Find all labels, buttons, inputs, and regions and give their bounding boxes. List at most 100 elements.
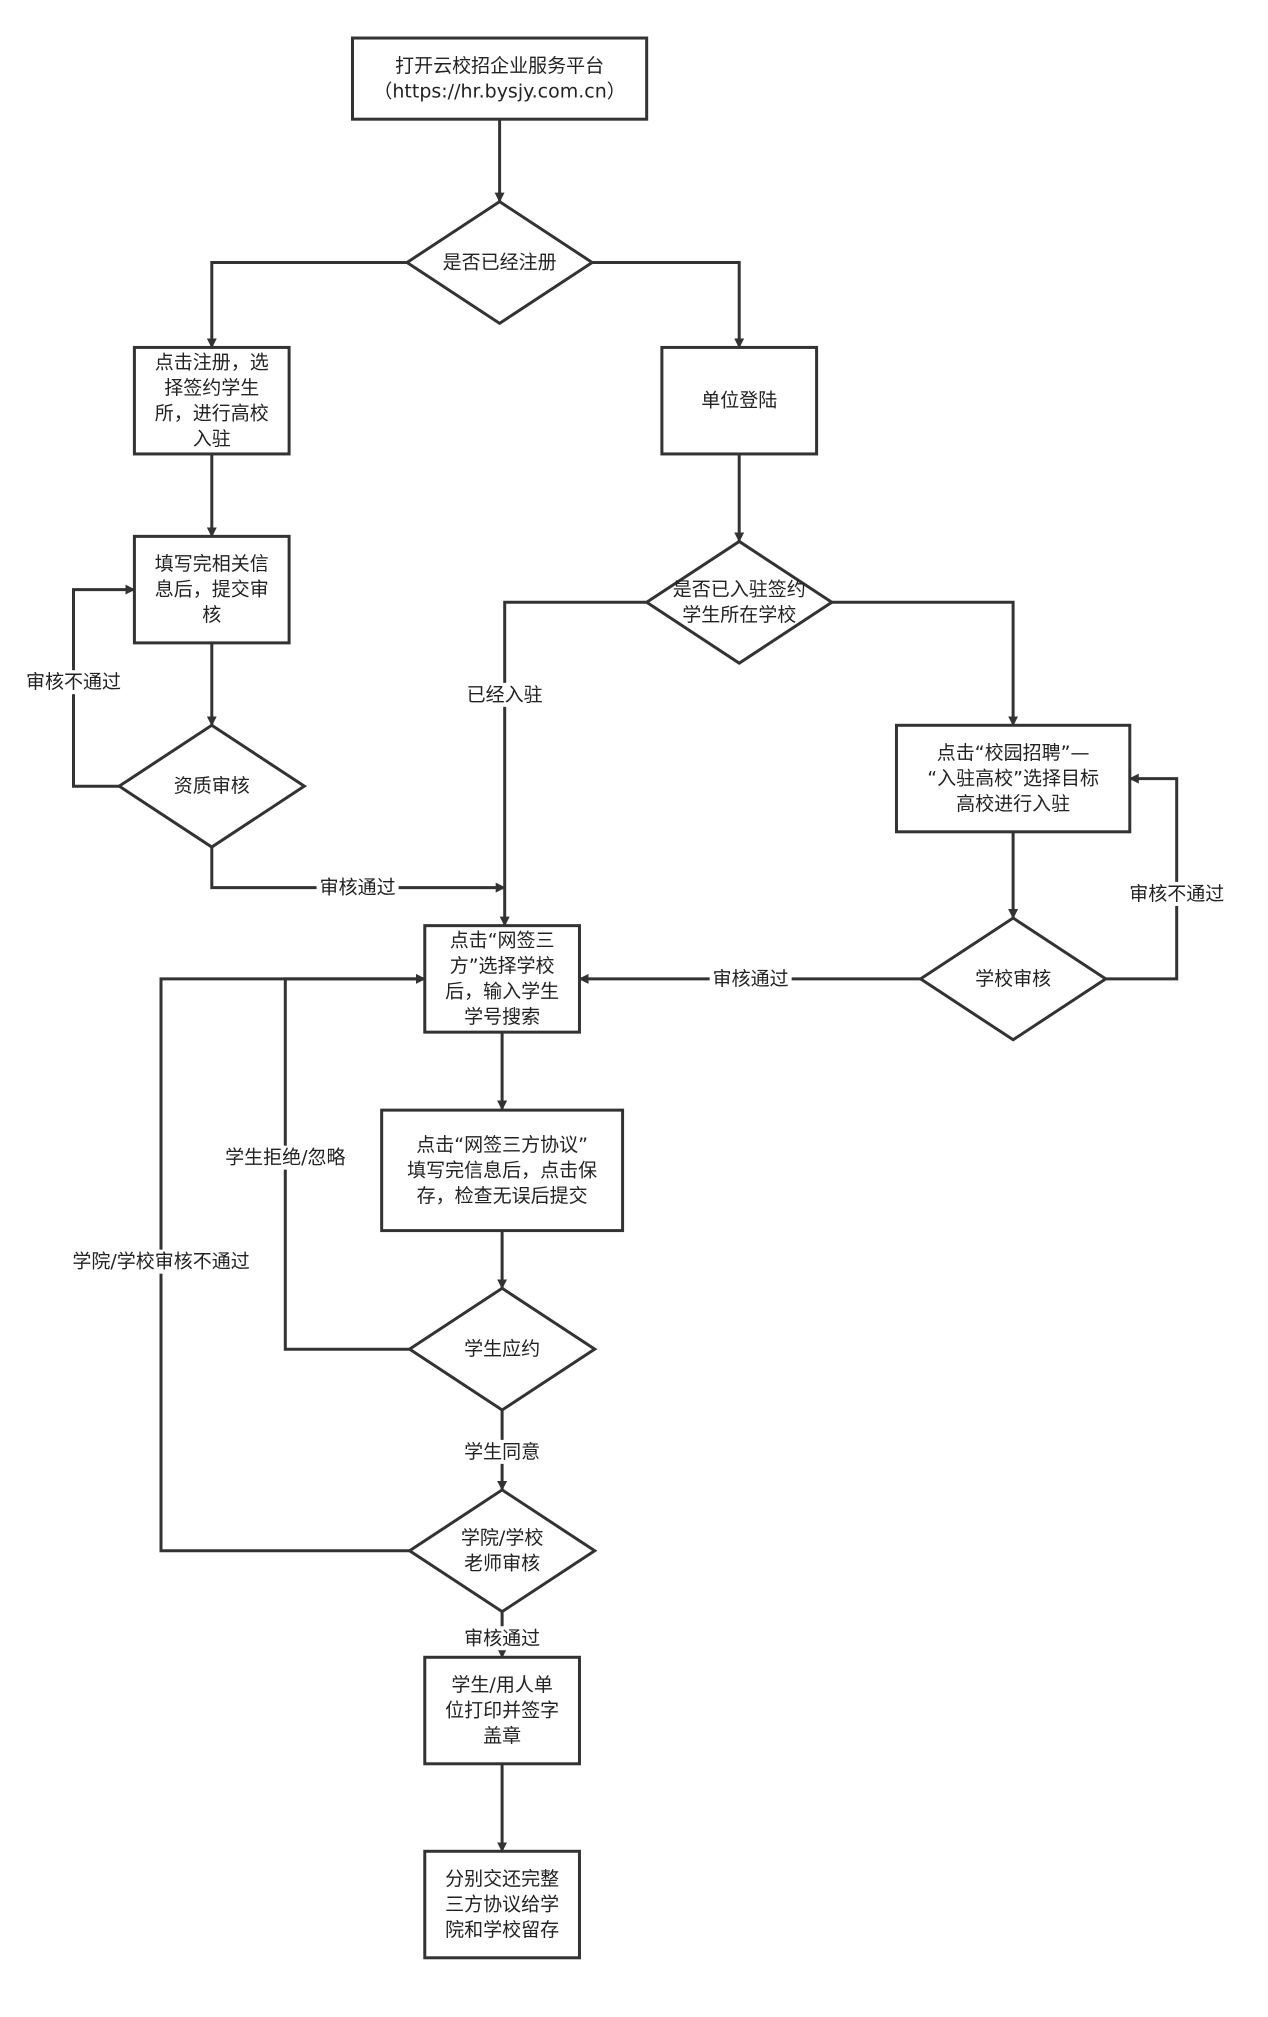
node-text-line: 打开云校招企业服务平台 <box>395 55 604 77</box>
decision-diamond <box>404 199 595 326</box>
edge-label-background <box>69 1249 253 1274</box>
node-text-line: 分别交还完整 <box>445 1868 559 1890</box>
flow-connector <box>210 847 506 893</box>
flowchart-nodes: 打开云校招企业服务平台 （https://hr.bysjy.com.cn） 是否已经… <box>116 36 1132 1960</box>
process-box <box>423 1655 581 1766</box>
node-text-line: 是否已经注册 <box>443 251 557 273</box>
node-text-line: 入驻 <box>193 428 231 450</box>
node-text-line: 学生所在学校 <box>682 604 796 626</box>
process-box <box>132 534 291 645</box>
node-text-line: （https://hr.bysjy.com.cn） <box>373 80 625 102</box>
edge-label-text: 审核通过 <box>713 968 789 990</box>
flow-connector <box>592 261 745 349</box>
node-text-line: 方”选择学校 <box>450 955 555 977</box>
edge-label-text: 审核不通过 <box>26 671 121 693</box>
edge-label-background <box>23 670 125 695</box>
node-text-line: 核 <box>202 604 221 626</box>
node-text-line: 后，输入学生 <box>445 981 559 1003</box>
edge-label-review-fail-right: 审核不通过 <box>1126 881 1228 906</box>
edge-label-background <box>222 1145 349 1170</box>
node-text-line: 点击“网签三 <box>450 930 555 952</box>
node-text-line: 学生/用人单 <box>451 1674 552 1696</box>
edge-label-student-reject: 学生拒绝/忽略 <box>222 1145 349 1170</box>
node-student-respond: 学生应约 <box>406 1286 598 1412</box>
flow-connector <box>831 600 1019 727</box>
node-text-line: 盖章 <box>483 1725 521 1747</box>
flow-connector <box>1105 773 1179 981</box>
node-text-line: 学校审核 <box>975 968 1051 990</box>
node-text-line: 填写完信息后，点击保 <box>407 1159 597 1181</box>
decision-diamond <box>917 916 1109 1042</box>
edge-label-background <box>316 875 399 900</box>
node-text-line: 高校进行入驻 <box>956 793 1070 815</box>
edge-label-background <box>461 1439 544 1464</box>
edge-label-text: 学生拒绝/忽略 <box>225 1147 345 1169</box>
edge-label-text: 学生同意 <box>464 1441 540 1463</box>
node-text-line: 学生应约 <box>464 1338 540 1360</box>
flow-connector <box>499 600 647 927</box>
decision-diamond <box>406 1286 598 1412</box>
edge-label-background <box>463 682 546 707</box>
edge-label-review-fail-left: 审核不通过 <box>23 670 125 695</box>
process-box <box>132 345 291 456</box>
edge-label-student-agree: 学生同意 <box>461 1439 544 1464</box>
process-box <box>380 1108 625 1233</box>
node-qualification-review: 资质审核 <box>116 723 308 849</box>
process-box <box>894 723 1132 834</box>
edge-label-text: 审核通过 <box>464 1627 540 1649</box>
node-text-line: 息后，提交审 <box>155 579 269 601</box>
decision-diamond <box>116 723 308 849</box>
edge-label-review-pass-left: 审核通过 <box>316 875 399 900</box>
edge-label-background <box>1126 881 1228 906</box>
edge-label-text: 审核不通过 <box>1129 883 1224 905</box>
process-box <box>423 1849 581 1960</box>
edge-label-review-pass-bottom: 审核通过 <box>461 1626 544 1651</box>
edge-label-background <box>709 966 792 991</box>
edge-label-text: 学院/学校审核不通过 <box>72 1251 249 1273</box>
node-text-line: 学院/学校 <box>461 1527 543 1549</box>
decision-diamond <box>643 539 835 665</box>
node-text-line: 位打印并签字 <box>445 1700 559 1722</box>
edge-label-review-pass-right: 审核通过 <box>709 966 792 991</box>
node-unit-login: 单位登陆 <box>660 345 819 456</box>
node-text-line: 存，检查无误后提交 <box>417 1185 588 1207</box>
node-text-line: 单位登陆 <box>701 390 777 412</box>
node-text-line: 填写完相关信 <box>155 553 269 575</box>
flowchart-edge-labels: 审核不通过已经入驻审核通过审核不通过审核通过学生拒绝/忽略学院/学校审核不通过学… <box>23 670 1228 1651</box>
edge-label-already-settled: 已经入驻 <box>463 682 546 707</box>
edge-label-college-fail: 学院/学校审核不通过 <box>69 1249 253 1274</box>
decision-diamond <box>406 1488 598 1614</box>
node-text-line: “入驻高校”选择目标 <box>927 768 1099 790</box>
node-is-registered: 是否已经注册 <box>404 199 595 326</box>
process-box <box>423 924 581 1034</box>
edge-label-text: 审核通过 <box>320 877 396 899</box>
node-text-line: 学号搜索 <box>464 1006 540 1028</box>
node-text-line: 点击“网签三方协议” <box>416 1134 588 1156</box>
node-text-line: 点击注册，选 <box>155 351 269 373</box>
flow-connector <box>206 261 407 349</box>
node-start: 打开云校招企业服务平台 （https://hr.bysjy.com.cn） <box>351 36 649 121</box>
node-school-review: 学校审核 <box>917 916 1109 1042</box>
node-text-line: 点击“校园招聘”— <box>937 742 1090 764</box>
node-text-line: 择签约学生 <box>164 377 259 399</box>
node-text-line: 所，进行高校 <box>155 402 269 424</box>
edge-label-text: 已经入驻 <box>467 684 543 706</box>
node-text-line: 资质审核 <box>174 775 250 797</box>
node-text-line: 院和学校留存 <box>445 1919 559 1941</box>
process-box <box>660 345 819 456</box>
node-text-line: 三方协议给学 <box>445 1894 559 1916</box>
edge-label-background <box>461 1626 544 1651</box>
process-box <box>351 36 649 121</box>
node-text-line: 是否已入驻签约 <box>673 579 806 601</box>
node-text-line: 老师审核 <box>464 1553 540 1575</box>
